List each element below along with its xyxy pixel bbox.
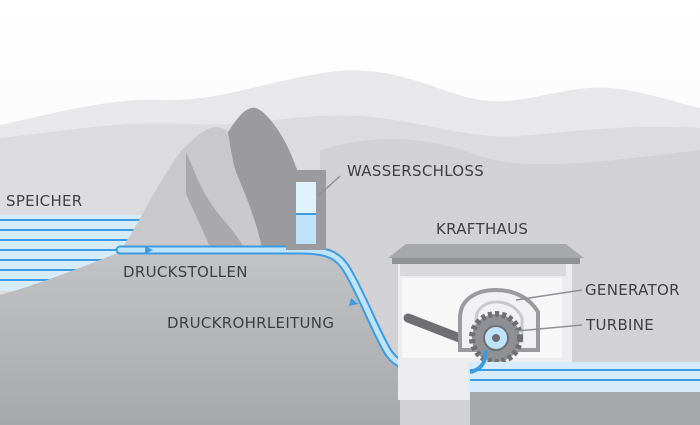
flow-arrow-icon (349, 298, 358, 306)
wasserschloss (286, 170, 326, 250)
tailwater (468, 349, 700, 425)
ground (0, 248, 400, 425)
label-speicher: SPEICHER (6, 192, 83, 210)
leader-lines (317, 175, 583, 333)
flow-arrow-icon (145, 246, 153, 254)
turbine-wheel (469, 311, 523, 365)
label-wasserschloss: WASSERSCHLOSS (347, 162, 485, 180)
label-turbine: TURBINE (586, 316, 655, 334)
label-druckstollen: DRUCKSTOLLEN (123, 263, 248, 281)
label-krafthaus: KRAFTHAUS (436, 220, 529, 238)
label-druckrohrleitung: DRUCKROHRLEITUNG (167, 314, 335, 332)
label-generator: GENERATOR (585, 281, 680, 299)
